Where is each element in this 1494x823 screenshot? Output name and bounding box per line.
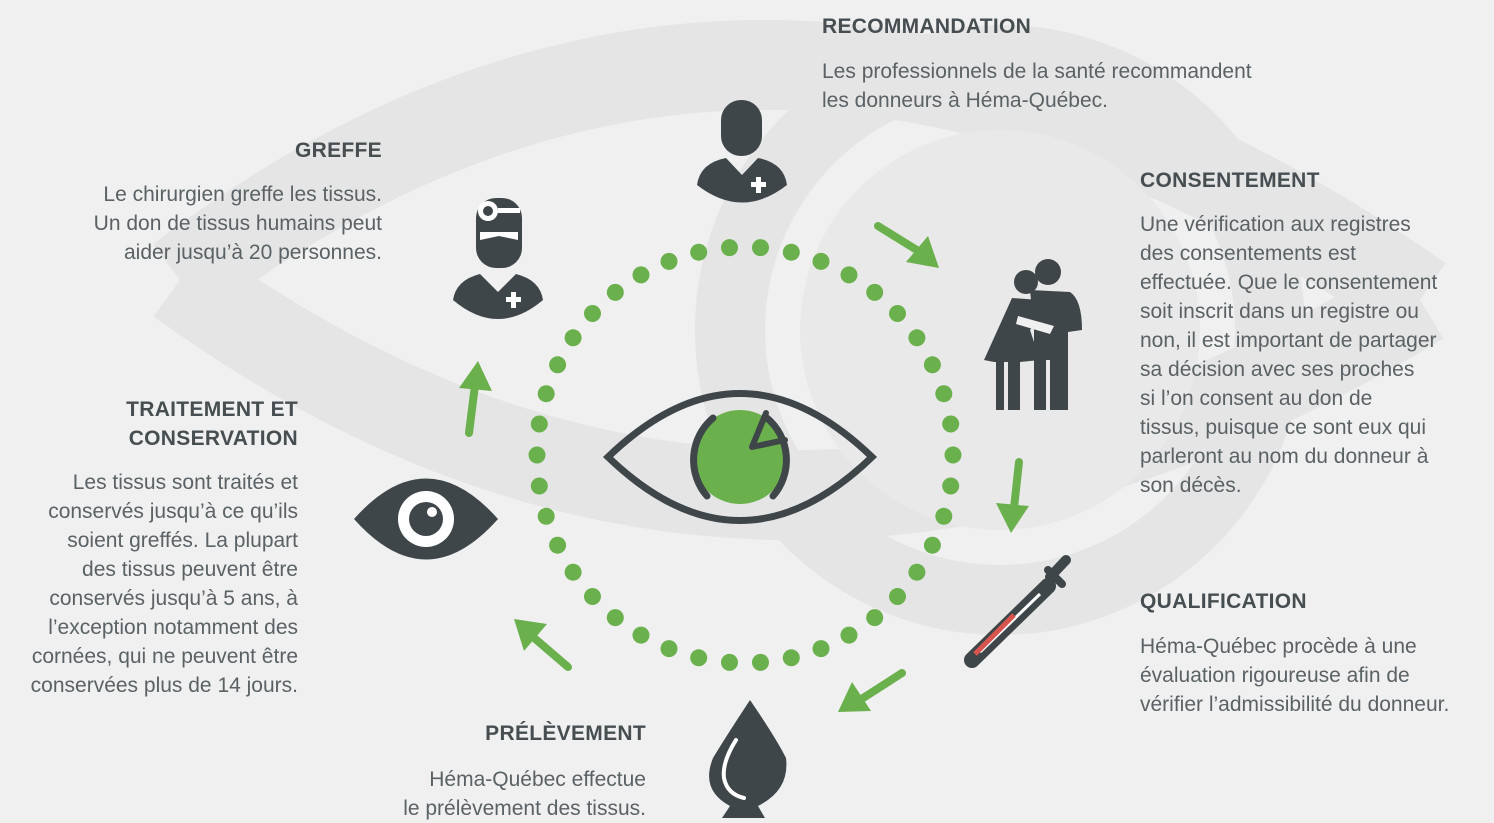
step-title: CONSENTEMENT [1140,169,1320,192]
step-description: Les professionnels de la santé recommand… [822,60,1252,112]
ring-dot [935,507,953,525]
step-description: Héma-Québec procède à une évaluation rig… [1140,635,1450,716]
ring-dot [549,356,567,374]
step-qualification: QUALIFICATION Héma-Québec procède à une … [1140,587,1490,719]
ring-dot [782,649,800,667]
ring-dot [782,243,800,261]
ring-dot [944,446,962,464]
step-title: GREFFE [295,139,382,162]
ring-dot [935,385,953,403]
ring-dot [530,477,548,495]
step-greffe: GREFFE Le chirurgien greffe les tissus. … [30,136,382,267]
arrow-to-prelevement [838,669,906,712]
eye-with-clock-icon [602,390,878,524]
step-description: Les tissus sont traités et conservés jus… [30,471,298,697]
step-title: TRAITEMENT ET CONSERVATION [126,398,298,450]
ring-dot [564,563,582,581]
step-description: Le chirurgien greffe les tissus. Un don … [93,183,382,264]
ring-dot [812,252,830,270]
step-traitement: TRAITEMENT ET CONSERVATION Les tissus so… [0,395,298,700]
arrow-to-traitement [514,619,572,671]
ring-dot [923,536,941,554]
ring-dot [752,239,769,257]
ring-dot [606,609,624,627]
arrow-to-qualification [996,458,1029,533]
ring-dot [721,239,738,257]
ring-dot [660,640,678,658]
doctor-icon [697,100,787,203]
ring-dot [812,640,830,658]
step-consentement: CONSENTEMENT Une vérification aux regist… [1140,166,1490,500]
step-prelevement: PRÉLÈVEMENT Héma-Québec effectue le prél… [346,719,646,823]
ring-dot [840,626,858,644]
ring-dot [866,283,884,301]
couple-hug-icon [984,259,1082,410]
ring-dot [908,329,926,347]
step-recommandation: RECOMMANDATION Les professionnels de la … [822,12,1322,115]
ring-dot [584,305,601,322]
ring-dot [752,653,769,671]
step-description: Une vérification aux registres des conse… [1140,213,1438,497]
ring-dot [721,653,738,671]
ring-dot [908,563,926,581]
ring-dot [923,356,941,374]
ring-dot [690,649,708,667]
ring-dot [530,415,548,433]
ring-dot [537,385,555,403]
ring-dot [632,266,650,284]
dotted-cycle-ring [528,239,962,671]
ring-dot [528,446,546,464]
ring-dot [537,507,555,525]
surgeon-icon [453,198,543,319]
ring-dot [632,626,650,644]
pipette-icon [964,555,1071,668]
arrow-to-consentement [874,222,939,268]
ring-dot [889,305,906,322]
ring-dot [690,243,708,261]
ring-dot [889,588,906,605]
drop-icon [709,700,787,818]
ring-dot [660,252,678,270]
step-title: PRÉLÈVEMENT [485,722,646,745]
step-description: Héma-Québec effectue le prélèvement des … [403,768,646,820]
ring-dot [942,415,960,433]
ring-dot [840,266,858,284]
ring-dot [866,609,884,627]
ring-dot [564,329,582,347]
step-title: QUALIFICATION [1140,590,1307,613]
eye-icon [354,478,498,560]
arrow-to-greffe [459,361,492,437]
ring-dot [549,536,567,554]
ring-dot [584,588,601,605]
ring-dot [606,283,624,301]
ring-dot [942,477,960,495]
step-title: RECOMMANDATION [822,15,1032,38]
